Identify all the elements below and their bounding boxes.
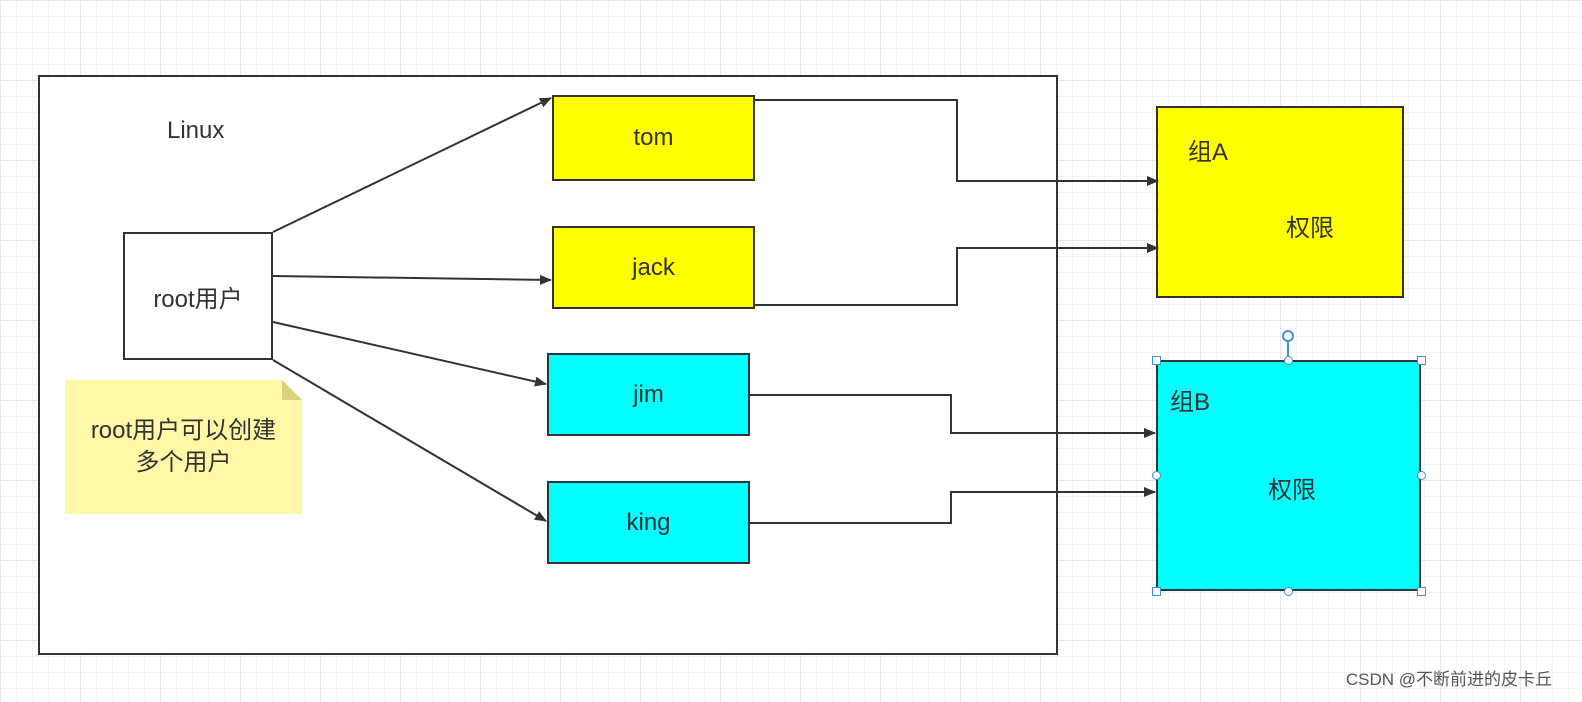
- arrow-root-tom: [272, 97, 552, 233]
- user-label-jack: jack: [632, 253, 675, 281]
- user-label-king: king: [626, 508, 671, 536]
- arrow-jim-groupb: [750, 394, 1156, 438]
- arrow-root-jack: [272, 274, 552, 285]
- note-fold-corner: [282, 380, 302, 400]
- group-b-permission: 权限: [1268, 477, 1316, 504]
- note-sticky[interactable]: root用户可以创建 多个用户: [65, 380, 302, 514]
- user-box-jim[interactable]: jim: [547, 353, 750, 436]
- arrow-jack-groupa: [755, 243, 1159, 306]
- arrow-tom-groupa: [755, 99, 1159, 186]
- group-a-name: 组A: [1188, 139, 1229, 166]
- note-line-2: 多个用户: [135, 449, 232, 476]
- group-a-permission: 权限: [1286, 215, 1334, 242]
- resize-handle-top[interactable]: [1284, 356, 1293, 365]
- root-user-box[interactable]: root用户: [123, 232, 273, 360]
- arrow-king-groupb: [750, 487, 1156, 524]
- resize-handle-bottom[interactable]: [1284, 587, 1293, 596]
- group-a-box[interactable]: [1156, 106, 1404, 298]
- note-line-1: root用户可以创建: [90, 417, 277, 444]
- group-b-name: 组B: [1170, 389, 1211, 416]
- resize-handle-bottom-left[interactable]: [1152, 587, 1161, 596]
- arrow-root-king: [272, 359, 547, 522]
- resize-handle-left[interactable]: [1152, 471, 1161, 480]
- arrow-root-jim: [272, 321, 547, 387]
- root-user-label: root用户: [153, 285, 243, 313]
- rotate-stem: [1287, 342, 1289, 360]
- resize-handle-right[interactable]: [1417, 471, 1426, 480]
- linux-label: Linux: [167, 117, 225, 144]
- resize-handle-top-right[interactable]: [1417, 356, 1426, 365]
- user-box-tom[interactable]: tom: [552, 95, 755, 181]
- user-label-jim: jim: [633, 380, 664, 408]
- user-box-jack[interactable]: jack: [552, 226, 755, 309]
- resize-handle-top-left[interactable]: [1152, 356, 1161, 365]
- user-label-tom: tom: [633, 124, 674, 151]
- resize-handle-bottom-right[interactable]: [1417, 587, 1426, 596]
- watermark: CSDN @不断前进的皮卡丘: [1345, 670, 1552, 689]
- user-box-king[interactable]: king: [547, 481, 750, 564]
- rotate-handle-icon[interactable]: [1282, 330, 1294, 342]
